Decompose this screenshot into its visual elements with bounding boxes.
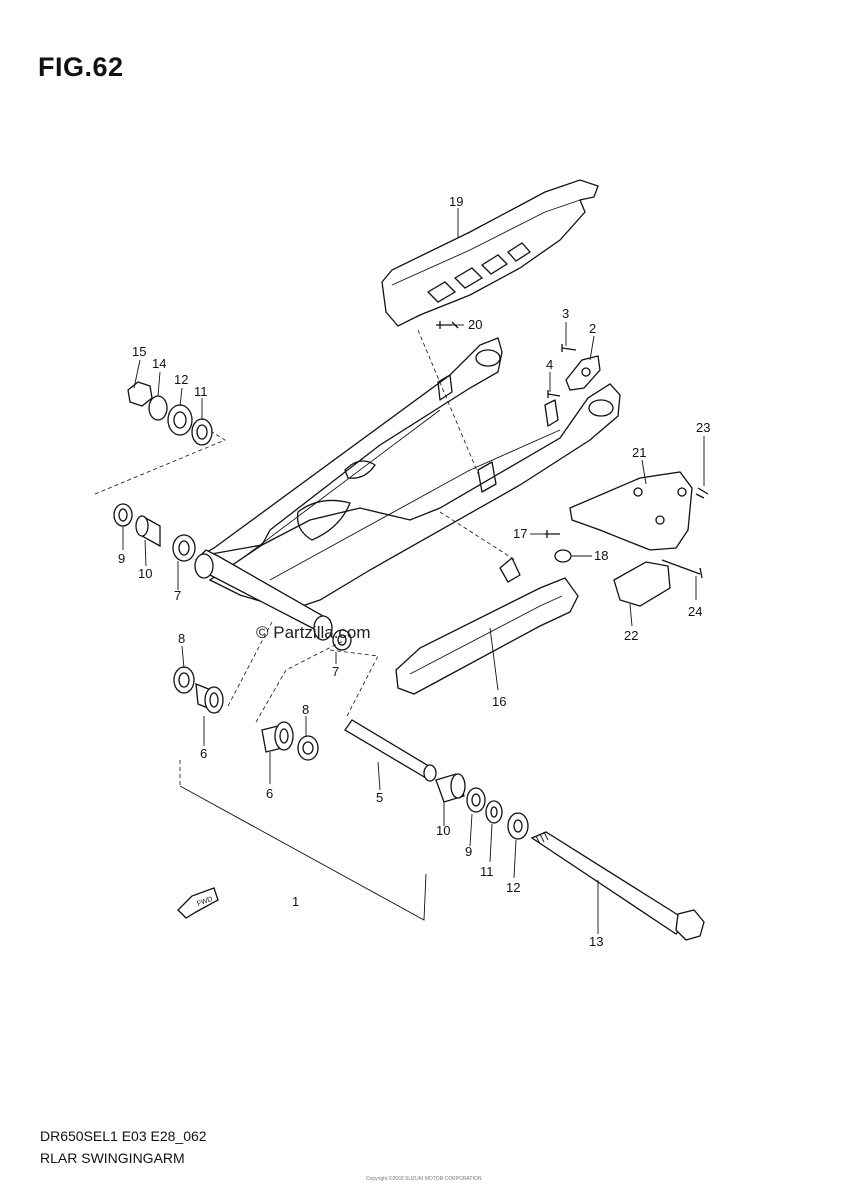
callout-8b: 8 bbox=[302, 702, 309, 717]
callout-17: 17 bbox=[513, 526, 527, 541]
callout-13: 13 bbox=[589, 934, 603, 949]
callout-12a: 12 bbox=[174, 372, 188, 387]
fwd-direction-arrow-icon: FWD bbox=[177, 887, 219, 919]
callout-18: 18 bbox=[594, 548, 608, 563]
guard-plate-part bbox=[613, 559, 703, 607]
chain-case-part bbox=[381, 179, 599, 327]
copyright-fine-print: Copyright ©2003 SUZUKI MOTOR CORPORATION bbox=[366, 1176, 482, 1182]
callout-11b: 11 bbox=[480, 864, 494, 879]
callout-6b: 6 bbox=[266, 786, 273, 801]
swingarm-body-part bbox=[194, 337, 621, 641]
leader-lines bbox=[94, 208, 705, 934]
partzilla-watermark: © Partzilla.com bbox=[256, 623, 371, 642]
callout-2: 2 bbox=[589, 321, 596, 336]
callout-10a: 10 bbox=[138, 566, 152, 581]
callout-19: 19 bbox=[449, 194, 463, 209]
diagram-name-label: RLAR SWINGINGARM bbox=[40, 1150, 185, 1166]
callout-1: 1 bbox=[292, 894, 299, 909]
callout-16: 16 bbox=[492, 694, 506, 709]
callout-21: 21 bbox=[632, 445, 646, 460]
callout-8a: 8 bbox=[178, 631, 185, 646]
callout-4: 4 bbox=[546, 357, 553, 372]
callout-10b: 10 bbox=[436, 823, 450, 838]
callout-6a: 6 bbox=[200, 746, 207, 761]
callout-7b: 7 bbox=[332, 664, 339, 679]
brake-hose-bracket-part bbox=[569, 471, 709, 551]
callout-9a: 9 bbox=[118, 551, 125, 566]
callout-22: 22 bbox=[624, 628, 638, 643]
callout-11a: 11 bbox=[194, 384, 208, 399]
figure-title: FIG.62 bbox=[38, 52, 124, 82]
callout-20: 20 bbox=[468, 317, 482, 332]
callout-12b: 12 bbox=[506, 880, 520, 895]
callout-15: 15 bbox=[132, 344, 146, 359]
lower-left-bearing-stack-part bbox=[173, 666, 224, 714]
callout-5: 5 bbox=[376, 790, 383, 805]
callout-7a: 7 bbox=[174, 588, 181, 603]
pivot-bolt-13-part bbox=[530, 831, 705, 941]
lower-right-spacer-stack-part bbox=[435, 773, 529, 840]
chain-guide-part bbox=[395, 557, 579, 695]
chain-adjuster-part bbox=[547, 344, 601, 398]
left-pivot-stack-part bbox=[127, 381, 213, 446]
model-code-label: DR650SEL1 E03 E28_062 bbox=[40, 1128, 207, 1144]
pivot-tube-5-part bbox=[344, 719, 437, 782]
callout-23: 23 bbox=[696, 420, 710, 435]
bolt-17-washer-18-part bbox=[545, 530, 572, 563]
lower-center-bearing-stack-part bbox=[261, 721, 319, 761]
left-bushing-stack-part bbox=[113, 503, 196, 562]
callout-numbers: 1 2 3 4 5 6 6 7 7 8 8 9 9 10 10 11 11 12… bbox=[118, 194, 710, 949]
callout-24: 24 bbox=[688, 604, 702, 619]
callout-14: 14 bbox=[152, 356, 166, 371]
callout-3: 3 bbox=[562, 306, 569, 321]
callout-9b: 9 bbox=[465, 844, 472, 859]
